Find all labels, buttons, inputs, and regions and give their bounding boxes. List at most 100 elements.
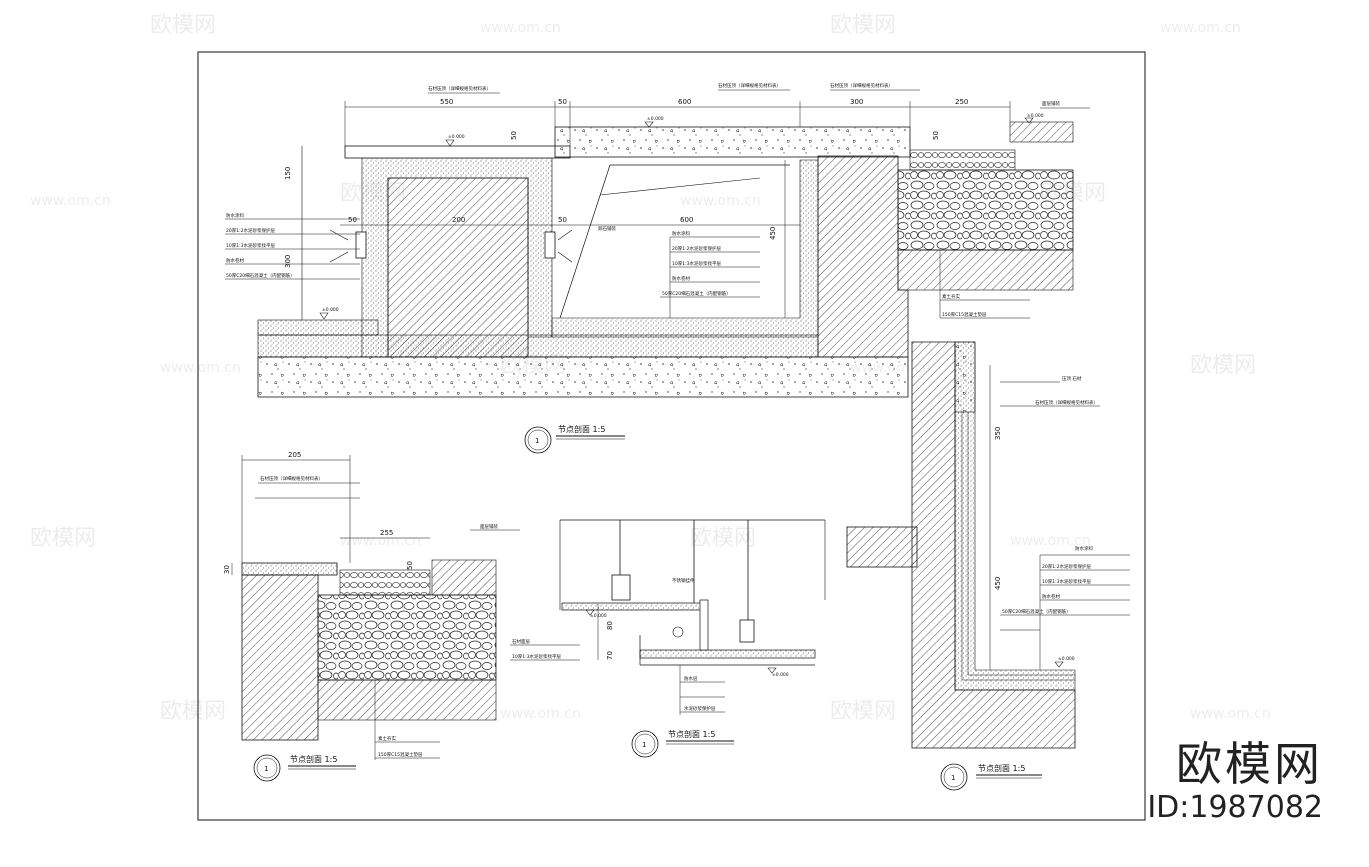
watermark-logo-11: 欧模网 bbox=[1190, 353, 1256, 378]
dim-top-3: 600 bbox=[678, 98, 691, 106]
level-4: ±0.000 bbox=[322, 307, 339, 313]
detail-2-callout-number: 1 bbox=[264, 765, 268, 773]
d4-note-7: 50厚C20细石混凝土（内配钢筋） bbox=[1002, 608, 1071, 615]
d4-note-5: 10厚1:3水泥砂浆找平层 bbox=[1042, 578, 1091, 585]
note-right-4: 防水卷材 bbox=[672, 275, 690, 282]
detail-1-labels: 550 50 600 300 250 150 300 50 200 50 600… bbox=[226, 82, 1060, 454]
watermark-url-1: www.om.cn bbox=[480, 20, 561, 36]
watermark-logo-12: 欧模网 bbox=[30, 526, 96, 551]
d3-note-4: 防水层 bbox=[684, 675, 698, 682]
d2-dim-4: 30 bbox=[223, 565, 231, 574]
dim-top-2: 50 bbox=[558, 98, 567, 106]
brand-id-text: ID:1987082 bbox=[1147, 790, 1323, 825]
dim-inner-1: 50 bbox=[348, 216, 357, 224]
note-top-1: 石材压顶（详细规格见材料表） bbox=[428, 85, 491, 92]
detail-3-callout-circle bbox=[631, 730, 659, 758]
level-2: ±0.000 bbox=[647, 116, 664, 122]
watermark-url-4: www.om.cn bbox=[30, 193, 111, 209]
d3-level-2: ±0.000 bbox=[772, 672, 789, 678]
watermark-url-17: www.om.cn bbox=[500, 706, 581, 722]
dim-left-1: 150 bbox=[284, 167, 292, 180]
detail-4-section bbox=[846, 341, 1130, 749]
d4-note-4: 20厚1:2水泥砂浆保护层 bbox=[1042, 563, 1091, 570]
detail-2-title: 节点剖面 1:5 bbox=[290, 754, 337, 764]
d2-note-2: 面层铺装 bbox=[480, 523, 498, 530]
detail-4-callout-number: 1 bbox=[951, 774, 955, 782]
level-1: ±0.000 bbox=[448, 134, 465, 140]
detail-1-callout-circle bbox=[524, 426, 552, 454]
watermark-url-3: www.om.cn bbox=[1160, 20, 1241, 36]
dim-inner-3: 50 bbox=[558, 216, 567, 224]
note-top-3: 石材压顶（详细规格见材料表） bbox=[830, 82, 893, 89]
d4-note-6: 防水卷材 bbox=[1042, 593, 1060, 600]
detail-3-callout-number: 1 bbox=[642, 741, 646, 749]
note-right-5: 50厚C20细石混凝土（内配钢筋） bbox=[662, 290, 731, 297]
detail-2-callout-circle bbox=[253, 754, 281, 782]
d4-dim-2: 450 bbox=[994, 577, 1002, 590]
brand-logo-text: 欧模网 bbox=[1176, 737, 1323, 791]
d3-level-1: ±0.000 bbox=[590, 613, 607, 619]
d3-note-3: 10厚1:3水泥砂浆找平层 bbox=[512, 653, 561, 660]
watermark-logo-18: 欧模网 bbox=[830, 699, 896, 724]
dim-inner-2: 200 bbox=[452, 216, 465, 224]
watermark-url-15: www.om.cn bbox=[1010, 533, 1091, 549]
d3-note-1: 不锈钢挂件 bbox=[672, 577, 695, 584]
note-right-3: 10厚1:3水泥砂浆找平层 bbox=[672, 260, 721, 267]
detail-4-labels: 350 450 ±0.000 压顶 石材 石材压顶（详细规格见材料表） 防水涂料… bbox=[940, 375, 1098, 791]
dim-top-1: 550 bbox=[440, 98, 453, 106]
d3-dim-1: 80 bbox=[606, 621, 614, 630]
watermark-url-13: www.om.cn bbox=[340, 533, 421, 549]
detail-2-section bbox=[231, 455, 520, 760]
note-left-5: 50厚C20细石混凝土（内配钢筋） bbox=[226, 272, 295, 279]
note-left-1: 防水涂料 bbox=[226, 212, 244, 219]
dim-inner-4: 600 bbox=[680, 216, 693, 224]
detail-1-title: 节点剖面 1:5 bbox=[558, 424, 605, 434]
watermark-url-6: www.om.cn bbox=[680, 193, 761, 209]
d3-dim-2: 70 bbox=[606, 651, 614, 660]
d2-note-4: 150厚C15混凝土垫层 bbox=[378, 751, 423, 758]
note-top-4: 面层铺装 bbox=[1042, 100, 1060, 107]
d2-dim-1: 205 bbox=[288, 451, 301, 459]
watermark-logo-16: 欧模网 bbox=[160, 699, 226, 724]
detail-3-section bbox=[510, 519, 826, 715]
detail-2-labels: 205 255 50 30 石材压顶（详细规格见材料表） 面层铺装 素土夯实 1… bbox=[223, 451, 498, 782]
note-bottom-2: 素土夯实 bbox=[942, 293, 960, 300]
detail-1-section bbox=[225, 89, 1090, 398]
dim-inner-7: 50 bbox=[932, 131, 940, 140]
note-right-1: 防水涂料 bbox=[672, 230, 690, 237]
note-right-2: 20厚1:2水泥砂浆保护层 bbox=[672, 245, 721, 252]
d3-note-5: 水泥砂浆保护层 bbox=[684, 705, 716, 712]
note-left-4: 防水卷材 bbox=[226, 257, 244, 264]
d4-note-3: 防水涂料 bbox=[1075, 545, 1093, 552]
watermark-logo-0: 欧模网 bbox=[150, 13, 216, 38]
d2-dim-2: 255 bbox=[380, 529, 393, 537]
d4-note-2: 石材压顶（详细规格见材料表） bbox=[1035, 399, 1098, 406]
detail-3-labels: 80 70 ±0.000 ±0.000 不锈钢挂件 石材面层 10厚1:3水泥砂… bbox=[512, 577, 789, 758]
note-left-3: 10厚1:3水泥砂浆找平层 bbox=[226, 242, 275, 249]
watermark-url-19: www.om.cn bbox=[1190, 706, 1271, 722]
detail-1-callout-number: 1 bbox=[535, 437, 539, 445]
d4-dim-1: 350 bbox=[994, 427, 1002, 440]
d3-note-2: 石材面层 bbox=[512, 638, 530, 645]
dim-inner-5: 450 bbox=[769, 227, 777, 240]
d4-note-1: 压顶 石材 bbox=[1062, 375, 1082, 382]
d2-note-1: 石材压顶（详细规格见材料表） bbox=[260, 475, 323, 482]
detail-4-title: 节点剖面 1:5 bbox=[978, 763, 1025, 773]
note-bottom-1: 卵石铺装 bbox=[598, 225, 616, 232]
watermark-logo-14: 欧模网 bbox=[690, 526, 756, 551]
dim-left-2: 300 bbox=[284, 255, 292, 268]
d2-note-3: 素土夯实 bbox=[378, 735, 396, 742]
d4-level-1: ±0.000 bbox=[1058, 656, 1075, 662]
dim-top-4: 300 bbox=[850, 98, 863, 106]
watermark-logo-2: 欧模网 bbox=[830, 13, 896, 38]
note-top-2: 石材压顶（详细规格见材料表） bbox=[718, 82, 781, 89]
drawing-frame bbox=[197, 51, 1146, 821]
note-bottom-3: 150厚C15混凝土垫层 bbox=[942, 311, 987, 318]
detail-4-callout-circle bbox=[940, 763, 968, 791]
d2-dim-3: 50 bbox=[406, 561, 414, 570]
detail-3-title: 节点剖面 1:5 bbox=[668, 729, 715, 739]
level-3: ±0.000 bbox=[1027, 113, 1044, 119]
watermark-url-8: www.om.cn bbox=[160, 360, 241, 376]
dim-inner-6: 50 bbox=[510, 131, 518, 140]
